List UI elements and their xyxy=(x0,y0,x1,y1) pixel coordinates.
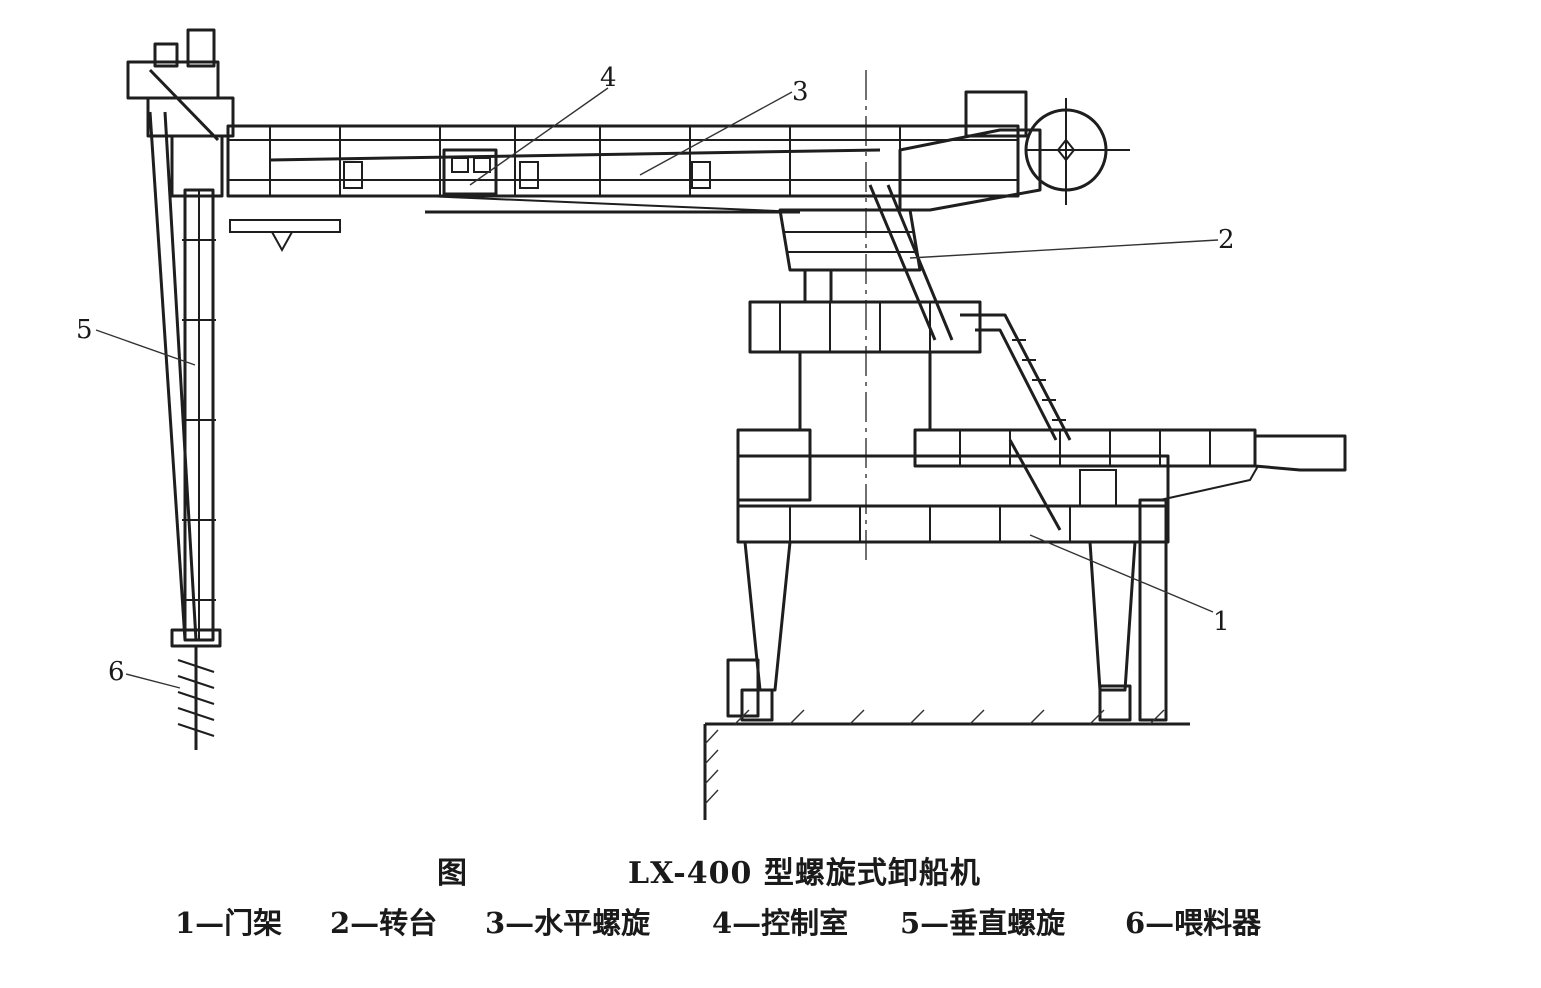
counterweight-end xyxy=(898,90,1130,212)
unloader-drawing: 1 2 3 4 5 6 xyxy=(76,28,1347,820)
figure-prefix: 图 xyxy=(437,856,467,891)
figure-title: LX-400 型螺旋式卸船机 xyxy=(628,856,981,891)
legend-item-feeder: 6—喂料器 xyxy=(1125,906,1262,940)
vertical-screw-arm xyxy=(148,111,222,648)
quay-ground xyxy=(703,709,1190,820)
legend-item-portal-frame: 1—门架 xyxy=(175,906,283,940)
legend-item-horizontal-screw: 3—水平螺旋 xyxy=(485,906,651,940)
callout-2: 2 xyxy=(1218,225,1235,255)
callout-5: 5 xyxy=(76,315,93,345)
callout-4: 4 xyxy=(600,63,617,93)
legend-item-vertical-screw: 5—垂直螺旋 xyxy=(900,906,1066,940)
callout-6: 6 xyxy=(108,657,125,687)
horizontal-screw-boom xyxy=(226,124,1020,214)
figure-caption: 图 LX-400 型螺旋式卸船机 xyxy=(0,848,1541,891)
callout-1: 1 xyxy=(1213,607,1230,637)
legend-item-control-cabin: 4—控制室 xyxy=(712,906,849,940)
callout-3: 3 xyxy=(792,77,809,107)
stairway xyxy=(868,184,1072,441)
boom-head xyxy=(126,28,341,253)
portal-frame xyxy=(726,428,1347,722)
figure-legend: 1—门架 2—转台 3—水平螺旋 4—控制室 5—垂直螺旋 6—喂料器 xyxy=(175,900,1375,944)
leader-lines xyxy=(95,87,1219,689)
control-cabin xyxy=(442,148,498,196)
feeder-spiral xyxy=(177,646,215,750)
legend-item-turntable: 2—转台 xyxy=(330,906,438,940)
turntable xyxy=(748,208,982,430)
